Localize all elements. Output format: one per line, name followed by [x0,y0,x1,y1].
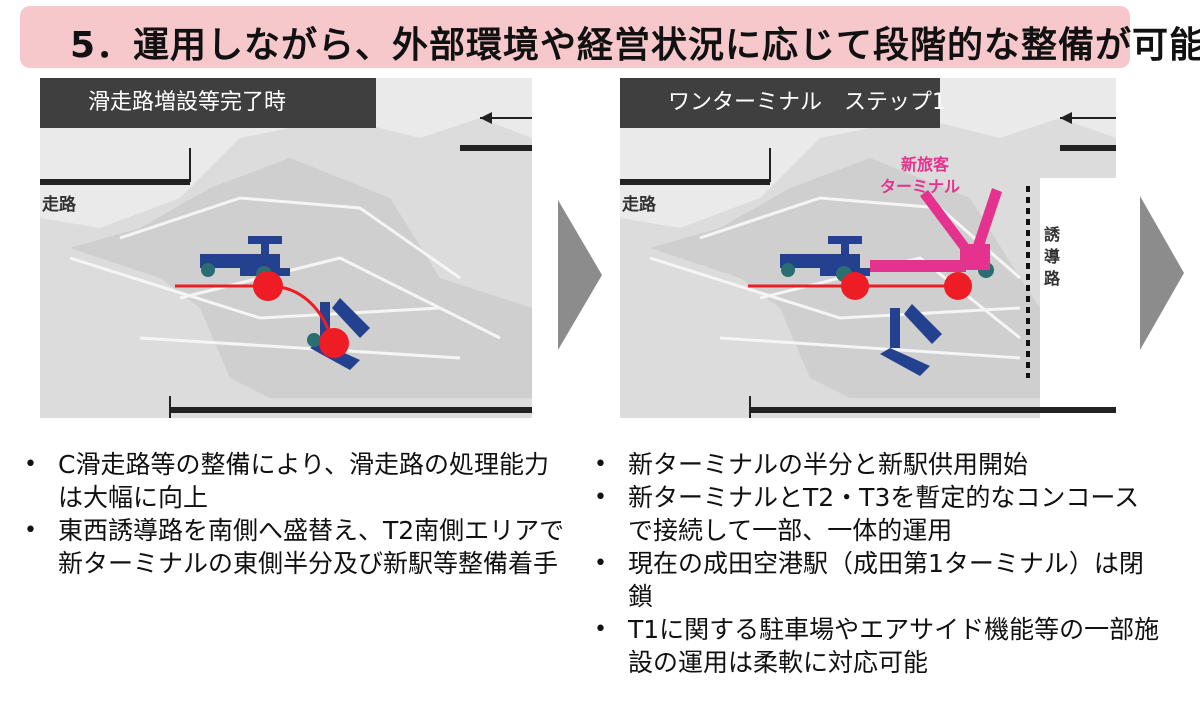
right-bullet-item: T1に関する駐車場やエアサイド機能等の一部施設の運用は柔軟に対応可能 [590,613,1160,679]
new-terminal-label-1: 新旅客 [901,155,950,174]
left-airport-map: 走路 [40,78,532,418]
left-station-marker-2 [319,328,349,358]
right-panel-caption: ワンターミナル ステップ1 [620,78,946,128]
right-bullet-item: 新ターミナルの半分と新駅供用開始 [590,448,1160,481]
taxiway-label-1: 誘 [1044,225,1061,244]
right-bullet-item: 新ターミナルとT2・T3を暫定的なコンコースで接続して一部、一体的運用 [590,481,1160,547]
right-station-marker-1 [841,272,869,300]
taxiway-label-3: 路 [1044,269,1061,288]
right-bullet-list: 新ターミナルの半分と新駅供用開始 新ターミナルとT2・T3を暫定的なコンコースで… [590,448,1160,679]
right-station-marker-2 [944,272,972,300]
left-bullet-item: 東西誘導路を南側へ盛替え、T2南側エリアで新ターミナルの東側半分及び新駅等整備着… [20,514,565,580]
right-map-runway-label: 走路 [622,194,657,215]
left-bullet-list: C滑走路等の整備により、滑走路の処理能力は大幅に向上 東西誘導路を南側へ盛替え、… [20,448,565,580]
chevron-right-icon [558,200,602,350]
right-map-graphic: 走路 誘 導 路 新旅客 ターミナル [620,78,1116,418]
page-title: 5．運用しながら、外部環境や経営状況に応じて段階的な整備が可能 [70,25,1200,66]
left-station-marker-1 [253,271,283,301]
left-panel-caption: 滑走路増設等完了時 [40,78,376,128]
right-airport-map: 走路 誘 導 路 新旅客 ターミナル [620,78,1116,418]
right-bullet-item: 現在の成田空港駅（成田第1ターミナル）は閉鎖 [590,547,1160,613]
taxiway-label-2: 導 [1044,247,1060,266]
title-banner: 5．運用しながら、外部環境や経営状況に応じて段階的な整備が可能 [20,6,1200,68]
left-map-graphic: 走路 [40,78,532,418]
left-bullet-item: C滑走路等の整備により、滑走路の処理能力は大幅に向上 [20,448,565,514]
new-terminal-label-2: ターミナル [880,177,960,196]
chevron-right-icon [1140,196,1184,350]
left-map-runway-label: 走路 [42,194,77,215]
